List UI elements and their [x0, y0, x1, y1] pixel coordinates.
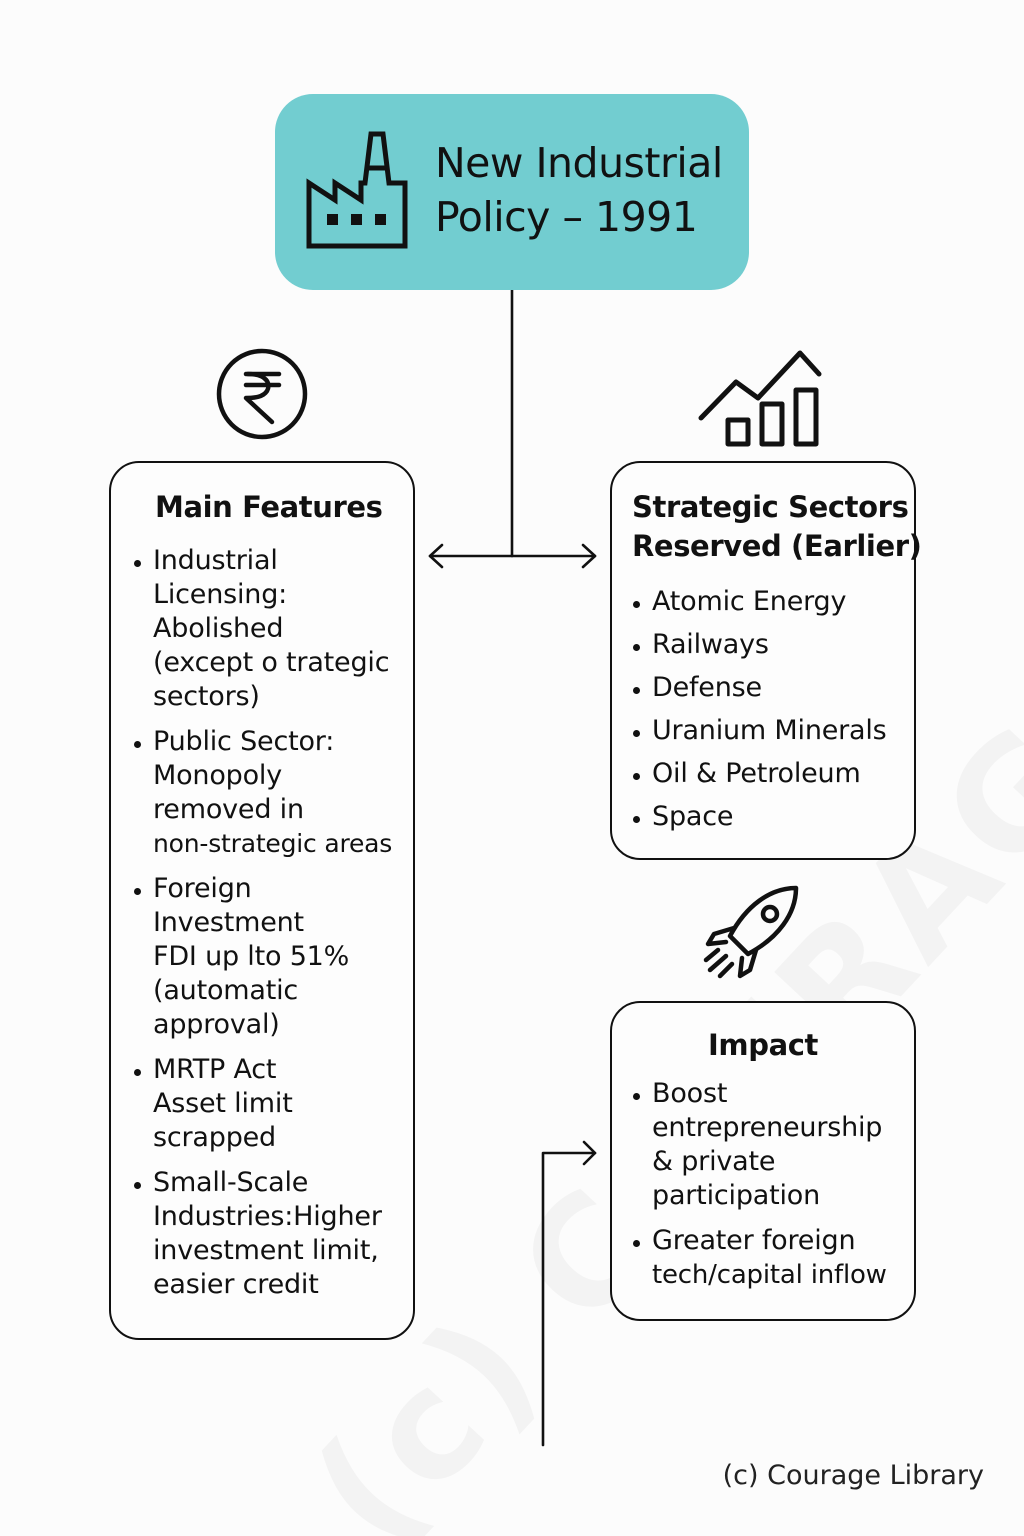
impact-heading: Impact: [708, 1028, 818, 1062]
sector-item: Railways: [632, 628, 887, 662]
arrowhead-left: [428, 543, 444, 569]
main-features-list: Industrial Licensing: Abolished (except …: [133, 544, 392, 1302]
copyright-text: (c) Courage Library: [722, 1460, 984, 1491]
page-title: New Industrial Policy – 1991: [435, 136, 745, 244]
strategic-sectors-list: Atomic Energy Railways Defense Uranium M…: [632, 585, 887, 834]
impact-card: [610, 1001, 916, 1321]
sector-item: Defense: [632, 671, 887, 705]
arrowhead-right: [581, 543, 597, 569]
feature-item-small-scale: Small-Scale Industries:Higher investment…: [133, 1166, 392, 1302]
title-box: [275, 94, 749, 290]
main-features-card: [109, 461, 415, 1340]
strategic-sectors-card: [610, 461, 916, 860]
growth-chart-icon: [698, 350, 822, 447]
rupee-icon: [216, 348, 308, 440]
connector-to-impact: [541, 1151, 597, 1447]
sector-item: Oil & Petroleum: [632, 757, 887, 791]
title-line-2: Policy – 1991: [435, 193, 698, 241]
main-features-heading: Main Features: [155, 490, 383, 524]
impact-item-entrepreneurship: Boost entrepreneurship & private partici…: [632, 1077, 887, 1213]
factory-icon: [306, 131, 408, 249]
rocket-icon: [703, 885, 799, 979]
impact-item-foreign-inflow: Greater foreign tech/capital inflow: [632, 1224, 887, 1292]
arrowhead-impact: [582, 1140, 597, 1166]
sector-item: Space: [632, 800, 887, 834]
title-line-1: New Industrial: [435, 139, 723, 187]
sector-item: Uranium Minerals: [632, 714, 887, 748]
impact-list: Boost entrepreneurship & private partici…: [632, 1077, 887, 1292]
feature-item-mrtp: MRTP Act Asset limit scrapped: [133, 1053, 392, 1155]
feature-item-foreign-investment: Foreign Investment FDI up lto 51% (autom…: [133, 872, 392, 1042]
sector-item: Atomic Energy: [632, 585, 887, 619]
feature-item-licensing: Industrial Licensing: Abolished (except …: [133, 544, 392, 714]
feature-item-public-sector: Public Sector: Monopoly removed in non-s…: [133, 725, 392, 861]
strategic-sectors-heading: Strategic Sectors Reserved (Earlier): [632, 490, 922, 563]
